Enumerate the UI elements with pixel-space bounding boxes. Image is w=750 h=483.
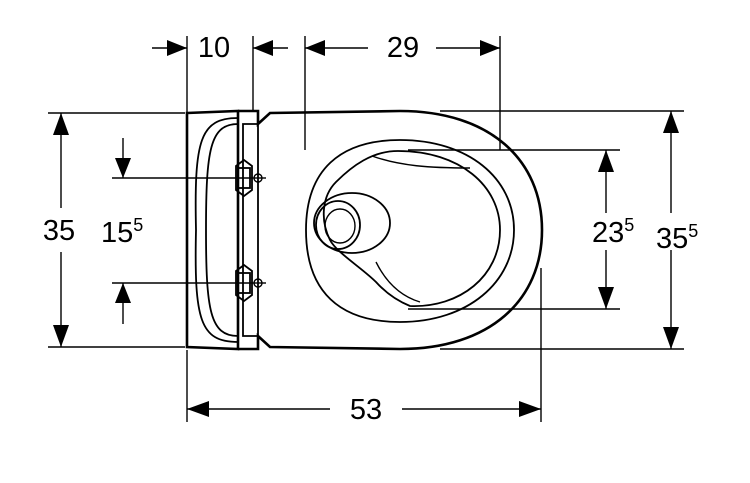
drain-inner xyxy=(315,200,361,250)
dimension-label-10: 10 xyxy=(198,32,230,64)
arrow-head xyxy=(480,40,500,56)
dimension-35: 35 xyxy=(43,112,185,348)
arrow-head xyxy=(598,287,614,309)
arrow-head xyxy=(167,40,187,56)
dimension-label-29: 29 xyxy=(387,32,419,64)
arrow-head xyxy=(519,401,541,417)
arrow-head xyxy=(305,40,325,56)
bowl-basin xyxy=(322,150,501,307)
bolt-head xyxy=(235,263,253,303)
dimension-label-fixing-spacing: 155 xyxy=(101,215,143,249)
bolt-head xyxy=(235,158,253,198)
dimension-label-35: 35 xyxy=(43,215,75,247)
arrow-head xyxy=(53,113,69,135)
toilet-bowl-outline xyxy=(185,109,544,351)
arrow-head xyxy=(115,283,131,303)
dimension-29: 29 xyxy=(304,32,501,150)
dimension-10: 10 xyxy=(152,32,288,112)
dimension-inner-height: 235 xyxy=(408,149,634,310)
drain-outer xyxy=(313,192,391,254)
arrow-head xyxy=(663,111,679,133)
plate-inner-edge xyxy=(194,117,239,343)
dimension-53: 53 xyxy=(186,268,542,426)
bolt-center-mark xyxy=(253,173,263,183)
basin-contour xyxy=(375,261,421,303)
arrow-head xyxy=(663,327,679,349)
dimension-fixing-spacing: 155 xyxy=(101,138,250,324)
arrow-head xyxy=(187,401,209,417)
dimension-label-53: 53 xyxy=(350,394,382,426)
dimension-outer-height: 355 xyxy=(440,110,698,350)
upper-fixing-bolt xyxy=(235,158,266,198)
drain-hole xyxy=(324,208,356,244)
arrow-head xyxy=(53,325,69,347)
dimension-label-inner-height: 235 xyxy=(592,215,634,249)
rear-wall xyxy=(242,123,259,337)
arrow-head xyxy=(598,150,614,172)
dimension-label-outer-height: 355 xyxy=(656,221,698,255)
lower-fixing-bolt xyxy=(235,263,266,303)
bowl-outer-rim xyxy=(238,109,544,351)
bowl-inner-rim xyxy=(305,139,515,323)
arrow-head xyxy=(115,158,131,178)
plate-inner-edge-2 xyxy=(205,123,239,337)
arrow-head xyxy=(253,40,273,56)
bolt-center-mark xyxy=(253,278,263,288)
basin-contour xyxy=(371,155,471,169)
